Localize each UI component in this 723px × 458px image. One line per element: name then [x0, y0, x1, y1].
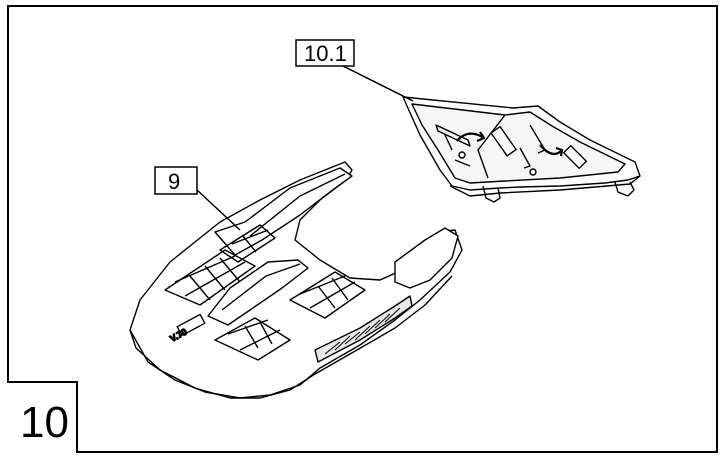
callout-box	[295, 39, 355, 67]
callout-label: 9	[168, 169, 180, 194]
sheet-number: 10	[20, 398, 69, 447]
callout-10-1: 10.1	[295, 39, 414, 102]
mower-cover-drawing: V.70	[129, 161, 463, 399]
callout-9: 9	[154, 166, 241, 231]
callout-box	[154, 166, 198, 195]
diagram-frame	[7, 5, 718, 453]
leader-line	[196, 189, 241, 231]
leader-line	[342, 65, 414, 102]
callout-label: 10.1	[304, 41, 347, 66]
hinged-lid-drawing	[402, 96, 641, 203]
